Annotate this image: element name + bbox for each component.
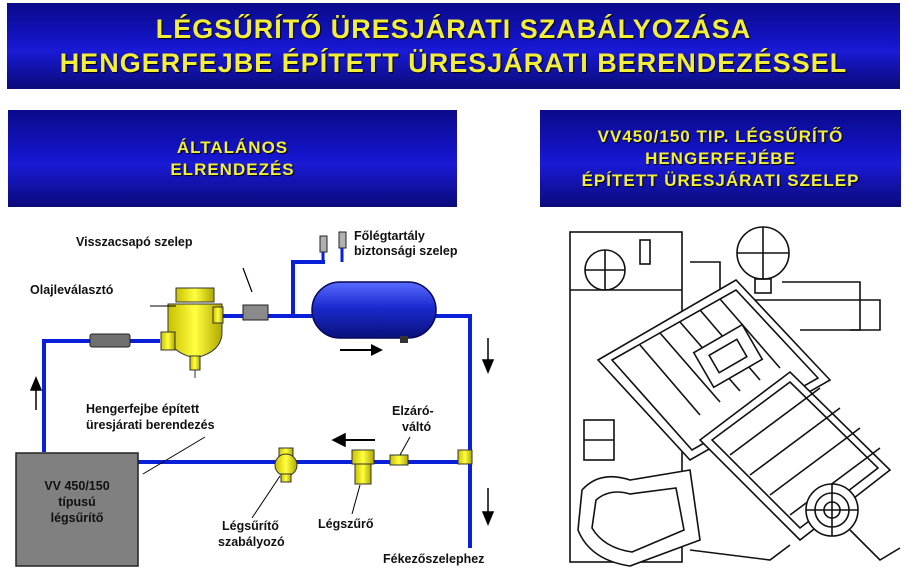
- general-layout-banner: ÁLTALÁNOS ELRENDEZÉS: [8, 110, 457, 207]
- brake-valve-label: Fékezőszelephez: [383, 552, 485, 566]
- valve-detail-banner: VV450/150 TIP. LÉGSŰRÍTŐ HENGERFEJÉBE ÉP…: [540, 110, 901, 207]
- oil-separator-icon: [160, 287, 224, 378]
- check-valve-icon: [242, 267, 269, 321]
- compressor-label-1: VV 450/150: [44, 479, 110, 493]
- head-unloader-label-1: Hengerfejbe épített: [86, 402, 200, 416]
- compressor-label-3: légsűrítő: [50, 511, 104, 525]
- cylinder-head-section-drawing: [569, 226, 901, 567]
- general-layout-line-1: ÁLTALÁNOS: [176, 137, 289, 157]
- head-unloader-label-2: üresjárati berendezés: [86, 418, 215, 432]
- title-line-1: LÉGSŰRÍTŐ ÜRESJÁRATI SZABÁLYOZÁSA: [155, 14, 752, 44]
- air-filter-label: Légszűrő: [318, 517, 374, 531]
- oil-separator-label: Olajleválasztó: [30, 283, 114, 297]
- valve-detail-line-2: HENGERFEJÉBE: [645, 148, 796, 168]
- title-banner: LÉGSŰRÍTŐ ÜRESJÁRATI SZABÁLYOZÁSA HENGER…: [7, 3, 900, 89]
- title-line-2: HENGERFEJBE ÉPÍTETT ÜRESJÁRATI BERENDEZÉ…: [59, 48, 848, 78]
- shutoff-valve-label-2: váltó: [402, 420, 432, 434]
- tank-safety-valve-label-1: Főlégtartály: [354, 229, 425, 243]
- compressor-label-2: típusú: [58, 495, 96, 509]
- air-tank-icon: [311, 281, 437, 356]
- tank-safety-valve-label-2: biztonsági szelep: [354, 244, 458, 258]
- flow-arrows: [29, 338, 495, 526]
- air-filter-icon: [351, 449, 375, 485]
- valve-detail-line-1: VV450/150 TIP. LÉGSŰRÍTŐ: [597, 126, 844, 146]
- shutoff-valve-label-1: Elzáró-: [392, 404, 434, 418]
- regulator-label-1: Légsűrítő: [222, 519, 279, 533]
- regulator-label-2: szabályozó: [218, 535, 285, 549]
- general-layout-line-2: ELRENDEZÉS: [170, 159, 295, 179]
- compressor-regulator-icon: [274, 447, 298, 483]
- check-valve-label: Visszacsapó szelep: [76, 235, 193, 249]
- inline-filter-icon: [89, 333, 131, 348]
- safety-valves-icon: [319, 231, 347, 262]
- leader-lines: [142, 305, 411, 519]
- valve-detail-line-3: ÉPÍTETT ÜRESJÁRATI SZELEP: [581, 170, 860, 190]
- shutoff-valve-icon: [389, 449, 473, 466]
- compressor-box: [15, 452, 139, 567]
